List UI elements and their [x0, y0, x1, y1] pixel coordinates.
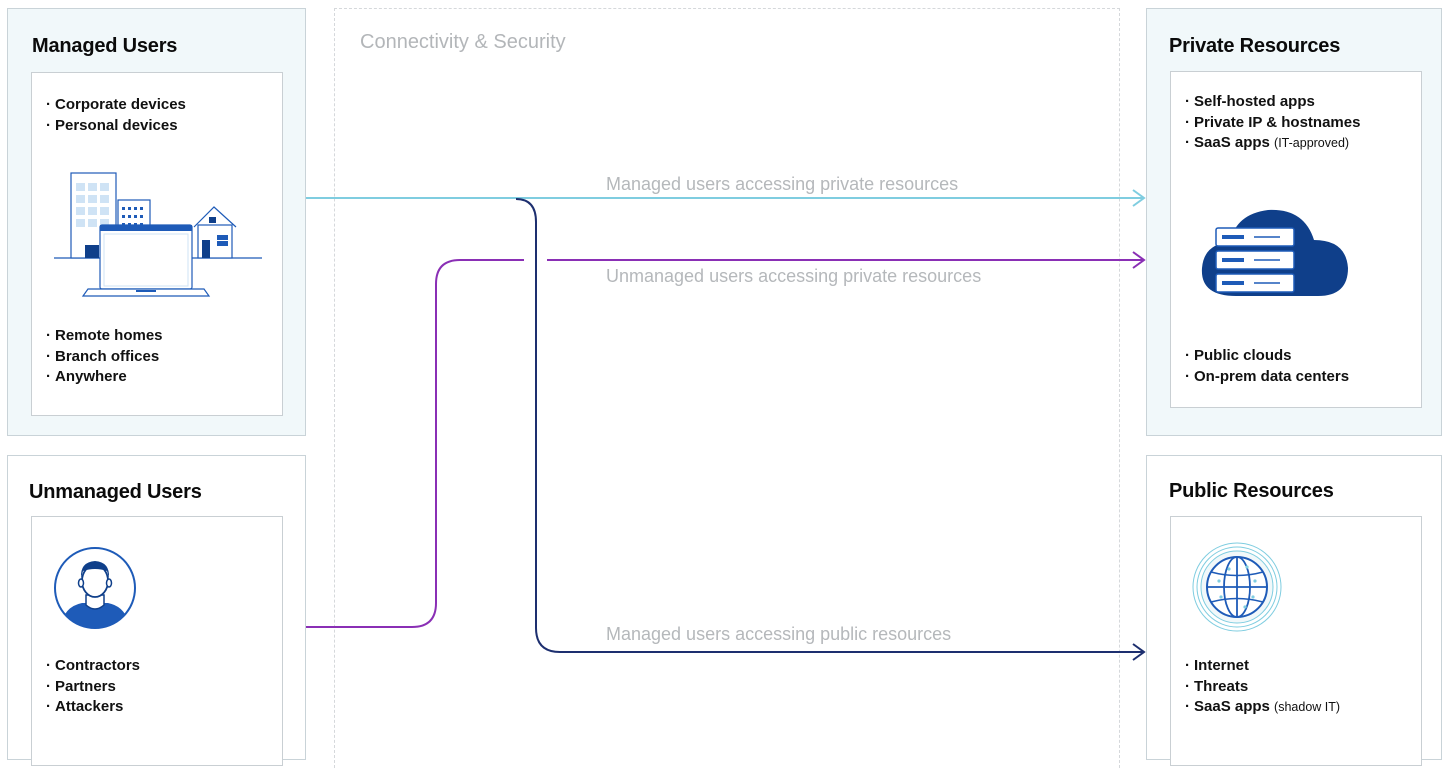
public-resources-card: ·Internet ·Threats ·SaaS apps (shadow IT…: [1170, 516, 1422, 766]
private-resources-panel: Private Resources ·Self-hosted apps ·Pri…: [1146, 8, 1442, 436]
private-resources-items-list: ·Self-hosted apps ·Private IP & hostname…: [1185, 92, 1360, 154]
list-item: ·Corporate devices: [46, 96, 186, 113]
list-item: ·Personal devices: [46, 116, 178, 134]
flow-managed-private-arrowhead: [1132, 189, 1146, 207]
list-item: ·Attackers: [46, 698, 124, 715]
list-item: ·On-prem data centers: [1185, 367, 1350, 385]
list-item: ·Private IP & hostnames: [1185, 113, 1361, 131]
unmanaged-users-types-list: ·Contractors ·Partners ·Attackers: [46, 656, 140, 718]
list-item: ·Remote homes: [46, 327, 163, 344]
flow-managed-public-line: [515, 198, 1144, 653]
list-item: ·Contractors: [46, 657, 141, 674]
flow-unmanaged-private-line: [306, 259, 524, 628]
managed-users-panel: Managed Users ·Corporate devices ·Person…: [7, 8, 306, 436]
public-resources-items-list: ·Internet ·Threats ·SaaS apps (shadow IT…: [1185, 656, 1340, 718]
person-avatar-icon: [54, 547, 136, 629]
cloud-servers-icon: [1201, 209, 1348, 296]
list-item: ·Self-hosted apps: [1185, 93, 1315, 110]
managed-users-devices-list: ·Corporate devices ·Personal devices: [46, 95, 186, 136]
list-item: ·Partners: [46, 677, 116, 695]
managed-users-card: ·Corporate devices ·Personal devices: [31, 72, 283, 416]
zone-label: Connectivity & Security: [360, 31, 566, 53]
globe-icon: [1192, 542, 1282, 632]
private-resources-title: Private Resources: [1169, 35, 1341, 57]
unmanaged-users-card: ·Contractors ·Partners ·Attackers: [31, 516, 283, 766]
flow-unmanaged-private-arrowhead: [1132, 251, 1146, 269]
private-resources-locations-list: ·Public clouds ·On-prem data centers: [1185, 346, 1349, 387]
office-building-house-laptop-icon: [54, 172, 262, 297]
list-item: ·Threats: [1185, 677, 1249, 695]
list-item: ·Internet: [1185, 657, 1250, 674]
unmanaged-users-panel: Unmanaged Users ·Contractors ·Partners ·…: [7, 455, 306, 766]
private-resources-card: ·Self-hosted apps ·Private IP & hostname…: [1170, 71, 1422, 408]
list-item: ·SaaS apps (IT-approved): [1185, 134, 1350, 151]
flow-label-managed-private: Managed users accessing private resource…: [606, 174, 959, 194]
flow-lines: [306, 189, 1146, 661]
managed-users-locations-list: ·Remote homes ·Branch offices ·Anywhere: [46, 326, 163, 388]
list-item: ·Public clouds: [1185, 347, 1292, 364]
list-item: ·Branch offices: [46, 347, 160, 365]
unmanaged-users-title: Unmanaged Users: [29, 481, 202, 503]
list-item: ·Anywhere: [46, 368, 127, 385]
flow-label-managed-public: Managed users accessing public resources: [606, 624, 952, 644]
managed-users-title: Managed Users: [32, 35, 178, 57]
flow-managed-public-arrowhead: [1132, 643, 1146, 661]
public-resources-panel: Public Resources ·Internet ·Threats ·Saa…: [1146, 455, 1442, 766]
connectivity-security-zone: [334, 8, 1120, 768]
list-item: ·SaaS apps (shadow IT): [1185, 698, 1341, 715]
flow-label-unmanaged-private: Unmanaged users accessing private resour…: [606, 266, 982, 286]
public-resources-title: Public Resources: [1169, 480, 1334, 502]
